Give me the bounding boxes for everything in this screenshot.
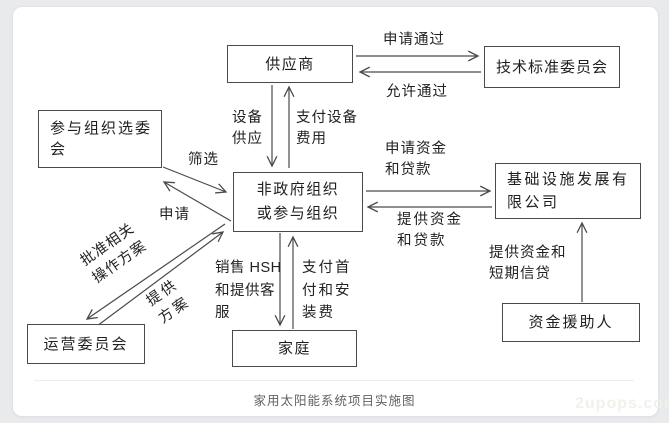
edge-label-pay-downpayment-install: 支付首 付和安 装费 xyxy=(302,260,352,321)
node-selection-committee: 参与组织选委 会 xyxy=(38,110,162,168)
edge-label-pay-equipment-fee: 支付设备 费用 xyxy=(296,110,358,147)
node-supplier-label: 供应商 xyxy=(265,55,315,73)
node-selection-committee-line2: 会 xyxy=(50,141,68,158)
node-ngo: 非政府组织 或参与组织 xyxy=(233,172,363,232)
arrow-screening xyxy=(162,166,228,194)
node-selection-committee-line1: 参与组织选委 xyxy=(50,120,153,137)
node-supplier: 供应商 xyxy=(227,45,353,83)
node-tech-standards-committee-label: 技术标准委员会 xyxy=(495,58,608,76)
arrow-provide-plan xyxy=(96,231,225,327)
node-household: 家庭 xyxy=(232,330,357,367)
node-operations-committee: 运营委员会 xyxy=(27,324,145,364)
edge-label-provide-funds-loans: 提供资金 和贷款 xyxy=(397,212,463,249)
node-operations-committee-label: 运营委员会 xyxy=(43,335,129,353)
edge-label-equipment-supply: 设备 供应 xyxy=(232,110,263,147)
watermark-text: 2upops.com xyxy=(575,395,669,412)
edge-label-sell-hsh-service: 销售 HSH 和提供客 服 xyxy=(215,260,282,321)
node-sponsor-label: 资金援助人 xyxy=(528,314,614,331)
edge-label-screening: 筛选 xyxy=(188,152,219,168)
edge-label-apply-pass: 申请通过 xyxy=(383,32,445,48)
node-infrastructure-company-line2: 限公司 xyxy=(507,194,560,211)
diagram-caption: 家用太阳能系统项目实施图 xyxy=(253,394,416,408)
caption-divider xyxy=(34,380,634,381)
edge-label-provide-funds-credit: 提供资金和 短期信贷 xyxy=(489,245,567,282)
node-infrastructure-company: 基础设施发展有 限公司 xyxy=(495,163,641,219)
node-household-label: 家庭 xyxy=(277,340,311,357)
node-tech-standards-committee: 技术标准委员会 xyxy=(484,46,620,88)
arrow-apply xyxy=(162,181,232,222)
edge-label-apply-funds-loans: 申请资金 和贷款 xyxy=(385,141,447,178)
node-sponsor: 资金援助人 xyxy=(502,303,640,342)
node-ngo-line1: 非政府组织 xyxy=(256,181,340,198)
edge-label-apply: 申请 xyxy=(159,207,190,223)
node-infrastructure-company-line1: 基础设施发展有 xyxy=(507,171,630,188)
node-ngo-line2: 或参与组织 xyxy=(256,205,340,222)
arrow-approve-plan xyxy=(85,223,226,320)
edge-label-allow-pass: 允许通过 xyxy=(386,84,448,100)
